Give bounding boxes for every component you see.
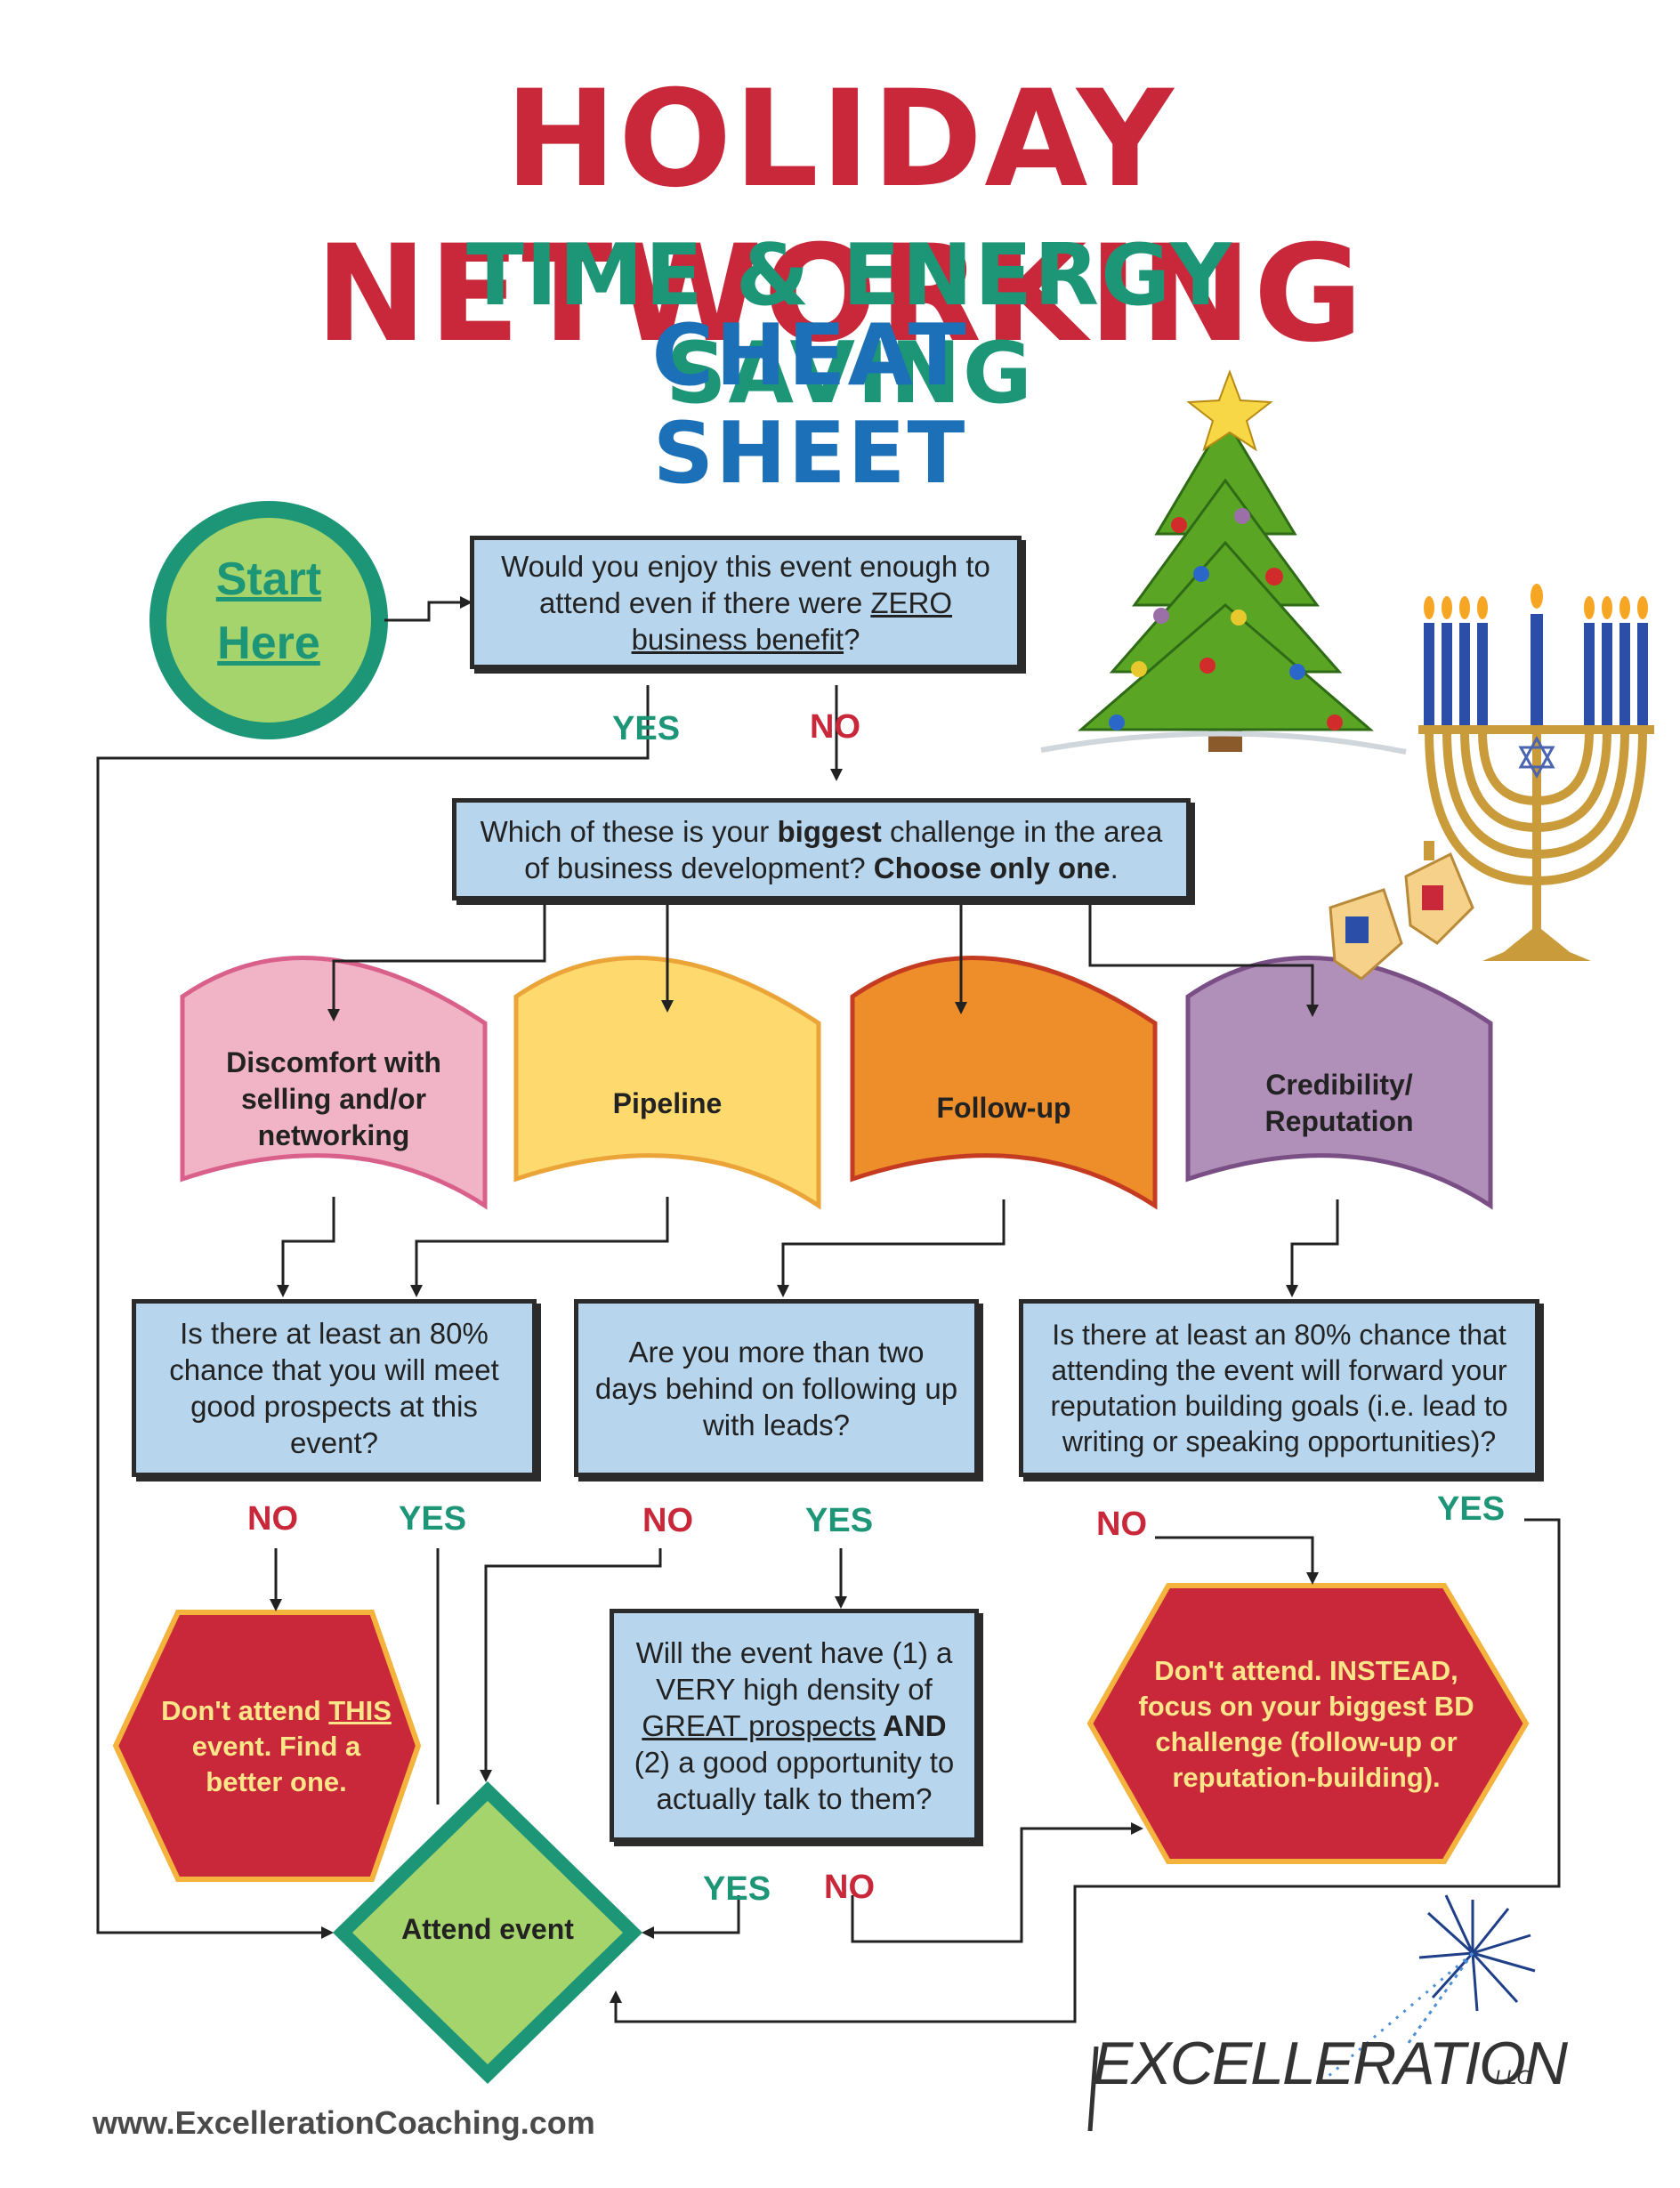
- q2-part-d: of business development?: [524, 851, 874, 884]
- page-subtitle: TIME & ENERGY SAVING: [466, 227, 1233, 423]
- question-biggest-challenge[interactable]: Which of these is your biggest challenge…: [452, 798, 1191, 900]
- q1-no-label: NO: [810, 708, 860, 746]
- question-enjoy-event[interactable]: Would you enjoy this event enough to att…: [470, 536, 1022, 669]
- q1-yes-label: YES: [612, 710, 681, 747]
- q6-part-d: (2) a good opportunity to actually talk …: [634, 1745, 955, 1815]
- footer-url[interactable]: www.ExcellerationCoaching.com: [93, 2104, 595, 2141]
- dont-attend-instead: Don't attend. INSTEAD, focus on your big…: [1138, 1654, 1474, 1793]
- q2-biggest: biggest: [777, 814, 882, 848]
- dont-attend-part-a: Don't attend: [161, 1694, 329, 1726]
- question-high-density[interactable]: Will the event have (1) a VERY high dens…: [610, 1609, 979, 1842]
- challenge-discomfort: Discomfort with selling and/or networkin…: [226, 1046, 441, 1151]
- question-reputation-goals[interactable]: Is there at least an 80% chance that att…: [1019, 1299, 1539, 1477]
- challenge-pipeline: Pipeline: [612, 1086, 723, 1119]
- challenge-followup: Follow-up: [936, 1091, 1071, 1124]
- menorah-icon: [1418, 584, 1654, 961]
- q1-business-benefit: business benefit: [631, 622, 844, 656]
- attend-event-label: Attend event: [401, 1913, 574, 1945]
- q6-no-label: NO: [824, 1869, 875, 1906]
- q5-no-label: NO: [1096, 1506, 1147, 1543]
- q2-part-a: Which of these is your: [480, 814, 778, 848]
- start-line-1: Start: [215, 553, 322, 605]
- page-subtitle-2: CHEAT SHEET: [651, 307, 968, 503]
- q1-zero: ZERO: [870, 585, 953, 619]
- q1-line-1: Would you enjoy this event enough to: [501, 549, 990, 583]
- banner-followup[interactable]: [850, 956, 1158, 1210]
- firework-icon: [1321, 1894, 1536, 2084]
- q4-yes-label: YES: [805, 1502, 874, 1539]
- christmas-tree-icon: [1040, 369, 1407, 755]
- dont-attend-this-word: THIS: [328, 1694, 392, 1726]
- hex-dont-attend-this[interactable]: [112, 1610, 422, 1882]
- q1-question-mark: ?: [844, 622, 860, 656]
- q2-part-c: challenge in the area: [881, 814, 1163, 848]
- q3-text: Is there at least an 80% chance that you…: [169, 1317, 499, 1459]
- q5-yes-label: YES: [1437, 1490, 1506, 1528]
- q2-period: .: [1110, 851, 1119, 884]
- logo-suffix: LLC: [1495, 2066, 1531, 2088]
- banner-discomfort[interactable]: [180, 956, 488, 1210]
- banner-credibility[interactable]: [1185, 956, 1493, 1210]
- challenge-credibility: Credibility/ Reputation: [1264, 1069, 1414, 1137]
- q5-text: Is there at least an 80% chance that att…: [1050, 1319, 1508, 1457]
- start-node[interactable]: [149, 501, 388, 739]
- q4-text: Are you more than two days behind on fol…: [594, 1335, 958, 1441]
- start-label[interactable]: Start Here: [166, 547, 371, 675]
- logo-wordmark: EXCELLERATION: [1093, 2030, 1568, 2097]
- question-behind-followup[interactable]: Are you more than two days behind on fol…: [574, 1299, 979, 1477]
- q6-yes-label: YES: [703, 1870, 771, 1908]
- dont-attend-this-event: Don't attend THIS event. Find a better o…: [158, 1642, 394, 1851]
- dreidel-icon: [1329, 841, 1474, 981]
- logo-swoosh-icon: [1087, 2046, 1099, 2132]
- q6-great-prospects: GREAT prospects: [642, 1708, 876, 1742]
- dont-attend-part-c: event. Find a better one.: [191, 1730, 361, 1797]
- q6-and: AND: [876, 1708, 947, 1742]
- q3-no-label: NO: [247, 1500, 298, 1538]
- q4-no-label: NO: [642, 1502, 693, 1539]
- banner-pipeline[interactable]: [513, 956, 821, 1210]
- q6-part-a: Will the event have (1) a VERY high dens…: [635, 1635, 953, 1706]
- q2-choose-only-one: Choose only one: [873, 851, 1111, 884]
- q1-part-b: attend even if there were: [538, 585, 871, 619]
- hex-dont-attend-instead[interactable]: [1086, 1583, 1530, 1864]
- page-title: HOLIDAY NETWORKING: [315, 62, 1365, 372]
- start-line-2: Here: [217, 618, 320, 669]
- attend-node[interactable]: [333, 1781, 642, 2084]
- q3-yes-label: YES: [399, 1500, 467, 1538]
- question-good-prospects[interactable]: Is there at least an 80% chance that you…: [132, 1299, 537, 1477]
